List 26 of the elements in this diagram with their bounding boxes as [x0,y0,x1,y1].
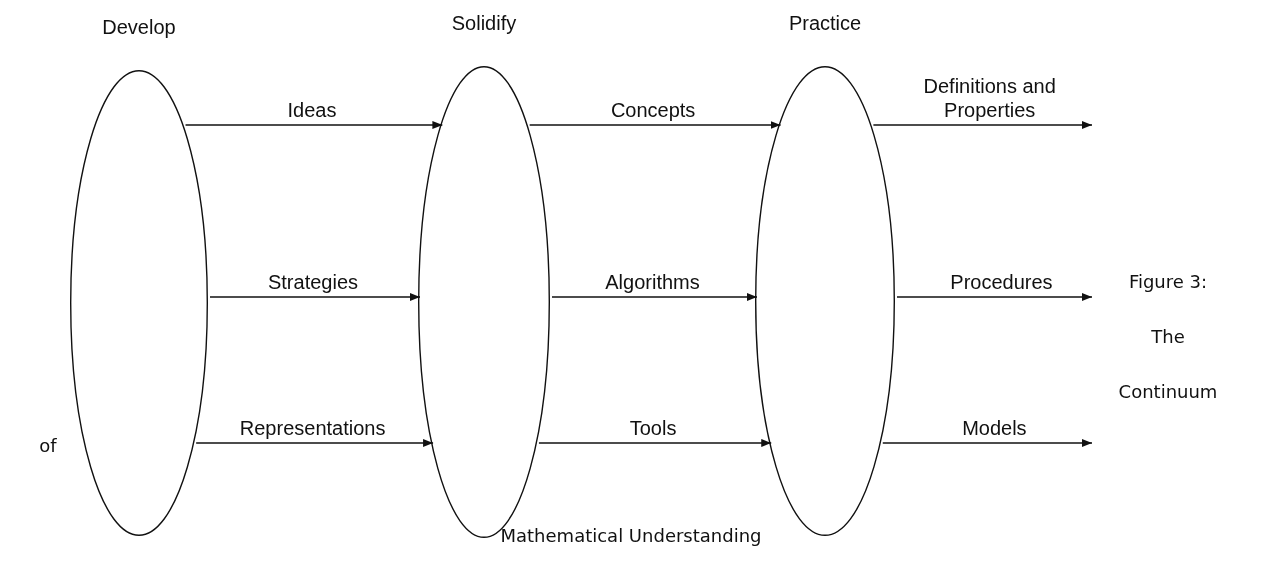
stage-heading: Develop [101,16,177,39]
edge-label: Strategies [267,270,358,294]
caption-text: of [39,435,57,456]
arrow [896,293,1093,301]
caption-text: The [1151,326,1185,347]
arrow [209,293,421,301]
arrow [551,293,758,301]
edge-label: Procedures [950,270,1053,294]
arrow [882,439,1093,447]
edge-label: Concepts [610,98,696,122]
arrow [538,439,772,447]
stage-heading: Solidify [450,12,518,35]
edge-label: Definitions and Properties [922,74,1057,122]
edge-label: Algorithms [605,270,700,294]
stage-heading: Practice [787,12,863,35]
arrow [872,121,1093,129]
edge-label: Tools [629,416,677,440]
arrow [184,121,443,129]
arrow [529,121,782,129]
edge-label: Ideas [287,98,337,122]
caption-text: Continuum [1118,381,1218,402]
arrow [195,439,434,447]
caption-text: Figure 3: [1128,271,1208,292]
edge-label: Representations [239,416,386,440]
caption-text: Mathematical Understanding [500,525,762,546]
edge-label: Models [962,416,1027,440]
